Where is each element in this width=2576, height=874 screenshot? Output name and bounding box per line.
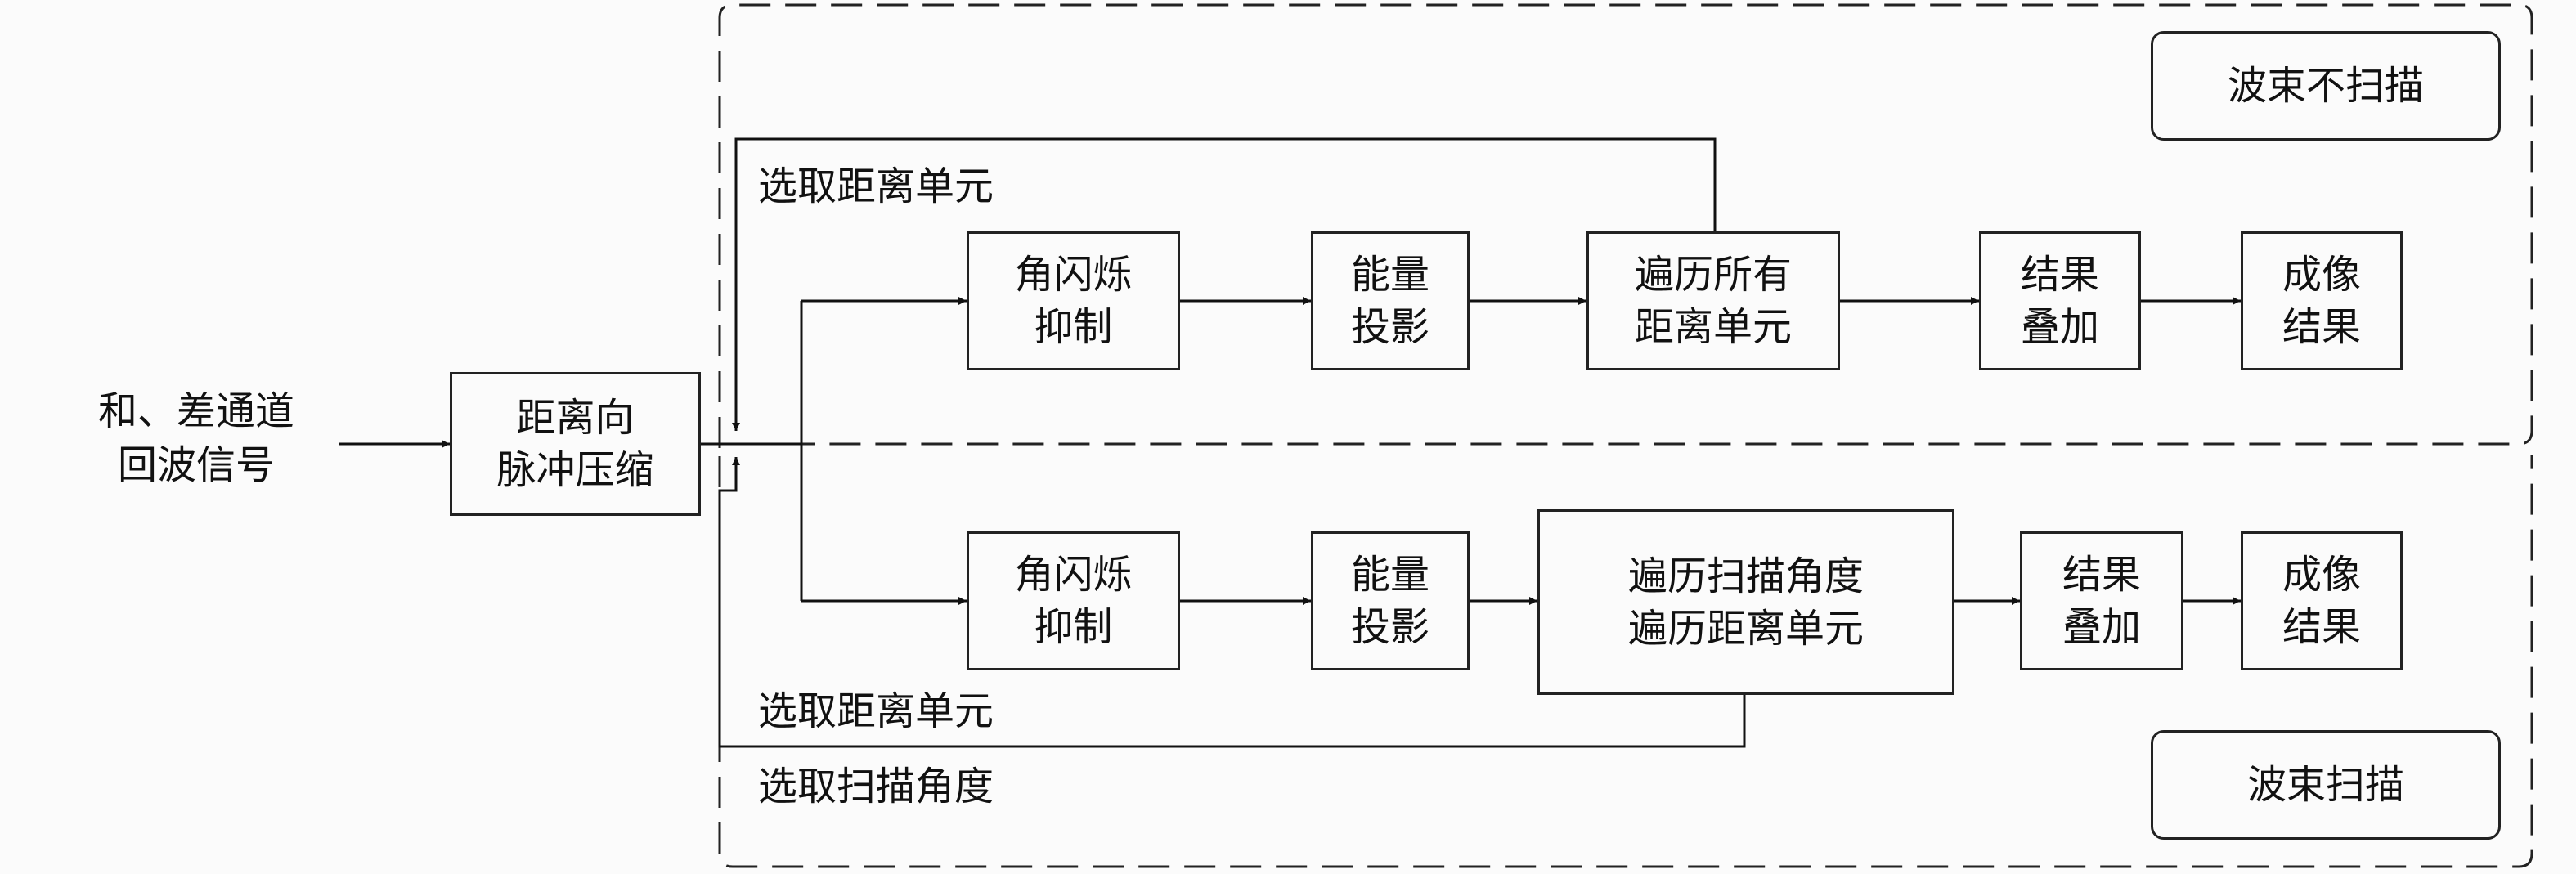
- beam-no-scan-mode-label: 波束不扫描: [2227, 63, 2424, 109]
- beam-scan-mode-label: 波束扫描: [2246, 762, 2404, 808]
- top-select-range-cell-label: 选取距离单元: [758, 164, 994, 209]
- input-signal-label-line-2: 回波信号: [117, 442, 275, 488]
- top-traverse-range-cells-box: 遍历所有 距离单元: [1586, 231, 1840, 370]
- top-energy-projection-line-2: 投影: [1350, 304, 1429, 350]
- input-signal-label: 和、差通道 回波信号: [74, 384, 319, 492]
- bottom-select-range-cell-label: 选取距离单元: [758, 688, 994, 734]
- bottom-traverse-angle-range-line-1: 遍历扫描角度: [1627, 553, 1864, 599]
- beam-no-scan-mode-box: 波束不扫描: [2151, 31, 2501, 141]
- top-traverse-range-cells-line-2: 距离单元: [1634, 304, 1792, 350]
- lower-dashed-frame: [718, 455, 2533, 868]
- bottom-energy-projection-line-1: 能量: [1350, 552, 1429, 598]
- upper-dashed-frame: [718, 3, 2533, 448]
- top-angle-glint-suppression-line-2: 抑制: [1034, 304, 1113, 350]
- bottom-imaging-result-line-2: 结果: [2282, 604, 2361, 650]
- top-imaging-result-line-2: 结果: [2282, 304, 2361, 350]
- bottom-result-sum-line-1: 结果: [2062, 552, 2141, 598]
- top-result-sum-box: 结果 叠加: [1979, 231, 2141, 370]
- bottom-result-sum-line-2: 叠加: [2062, 604, 2141, 650]
- bottom-imaging-result-line-1: 成像: [2282, 552, 2361, 598]
- range-pulse-compression-line-2: 脉冲压缩: [496, 447, 654, 493]
- bottom-imaging-result-box: 成像 结果: [2241, 531, 2403, 670]
- top-angle-glint-suppression-box: 角闪烁 抑制: [967, 231, 1180, 370]
- input-signal-label-line-1: 和、差通道: [97, 388, 294, 434]
- top-angle-glint-suppression-line-1: 角闪烁: [1014, 252, 1133, 298]
- bottom-result-sum-box: 结果 叠加: [2020, 531, 2183, 670]
- top-energy-projection-box: 能量 投影: [1311, 231, 1470, 370]
- top-traverse-range-cells-line-1: 遍历所有: [1634, 252, 1792, 298]
- bottom-angle-glint-suppression-line-1: 角闪烁: [1014, 552, 1133, 598]
- bottom-traverse-angle-range-box: 遍历扫描角度 遍历距离单元: [1537, 509, 1954, 695]
- top-imaging-result-line-1: 成像: [2282, 252, 2361, 298]
- bottom-energy-projection-box: 能量 投影: [1311, 531, 1470, 670]
- range-pulse-compression-line-1: 距离向: [516, 395, 635, 441]
- range-pulse-compression-box: 距离向 脉冲压缩: [450, 372, 701, 516]
- top-energy-projection-line-1: 能量: [1350, 252, 1429, 298]
- beam-scan-mode-box: 波束扫描: [2151, 730, 2501, 840]
- bottom-angle-glint-suppression-line-2: 抑制: [1034, 604, 1113, 650]
- top-result-sum-line-2: 叠加: [2020, 304, 2099, 350]
- bottom-traverse-angle-range-line-2: 遍历距离单元: [1627, 605, 1864, 652]
- bottom-angle-glint-suppression-box: 角闪烁 抑制: [967, 531, 1180, 670]
- top-feedback-loop: [732, 137, 1717, 431]
- top-result-sum-line-1: 结果: [2020, 252, 2099, 298]
- bottom-energy-projection-line-2: 投影: [1350, 604, 1429, 650]
- top-imaging-result-box: 成像 结果: [2241, 231, 2403, 370]
- bottom-select-scan-angle-label: 选取扫描角度: [758, 764, 994, 809]
- bottom-feedback-loop: [718, 457, 1746, 748]
